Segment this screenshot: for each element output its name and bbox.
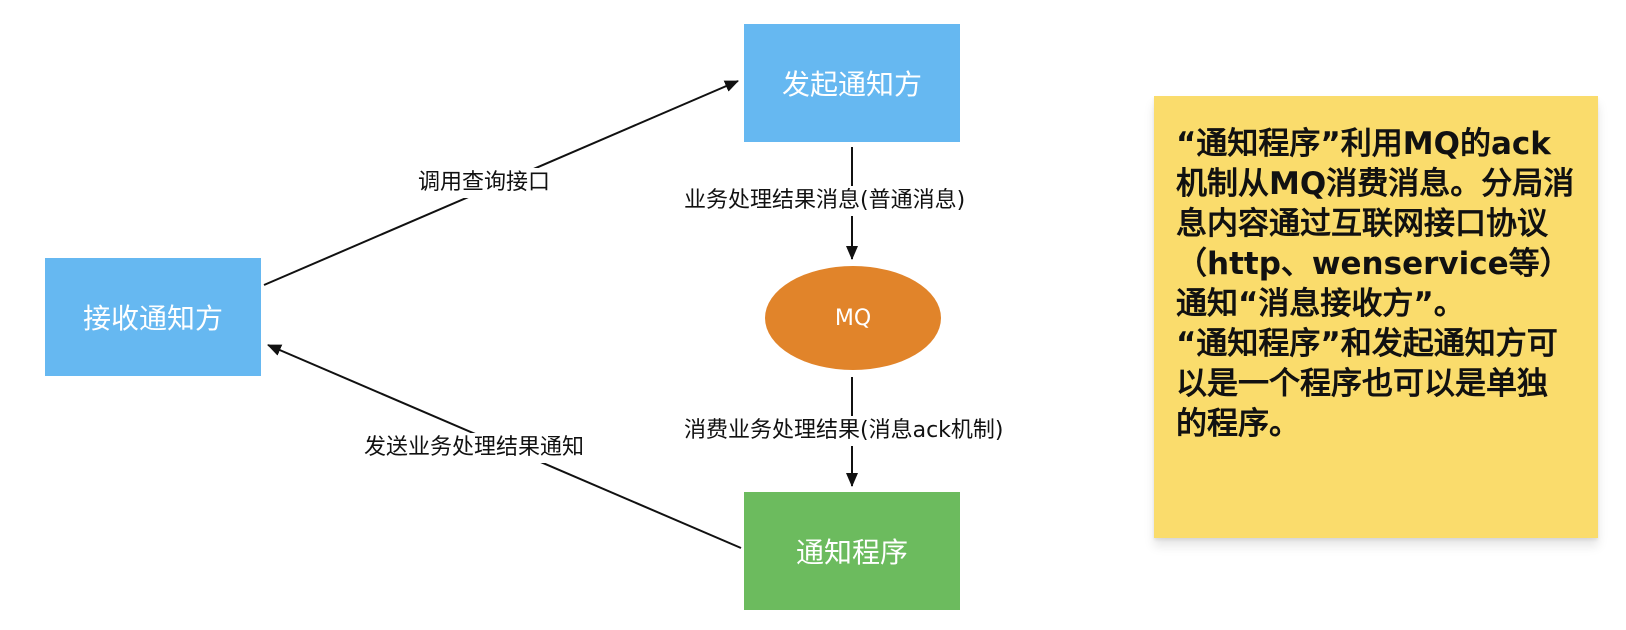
edge-ack-message-label: 消费业务处理结果(消息ack机制) <box>680 416 1008 446</box>
note-paragraph-2: “通知程序”和发起通知方可以是一个程序也可以是单独的程序。 <box>1176 326 1558 442</box>
node-mq-label: MQ <box>834 305 872 331</box>
node-receiver-label: 接收通知方 <box>82 302 223 335</box>
edge-send-result-label: 发送业务处理结果通知 <box>360 433 589 463</box>
edge-normal-message-label: 业务处理结果消息(普通消息) <box>680 186 970 216</box>
edge-query-label: 调用查询接口 <box>414 168 555 198</box>
node-initiator: 发起通知方 <box>744 24 960 142</box>
sticky-note: “通知程序”利用MQ的ack机制从MQ消费消息。分局消息内容通过互联网接口协议（… <box>1154 96 1598 538</box>
node-notification-program: 通知程序 <box>744 492 960 610</box>
node-mq: MQ <box>765 266 941 370</box>
node-receiver: 接收通知方 <box>45 258 261 376</box>
node-program-label: 通知程序 <box>795 536 908 569</box>
node-initiator-label: 发起通知方 <box>781 68 922 101</box>
note-paragraph-1: “通知程序”利用MQ的ack机制从MQ消费消息。分局消息内容通过互联网接口协议（… <box>1176 126 1575 322</box>
